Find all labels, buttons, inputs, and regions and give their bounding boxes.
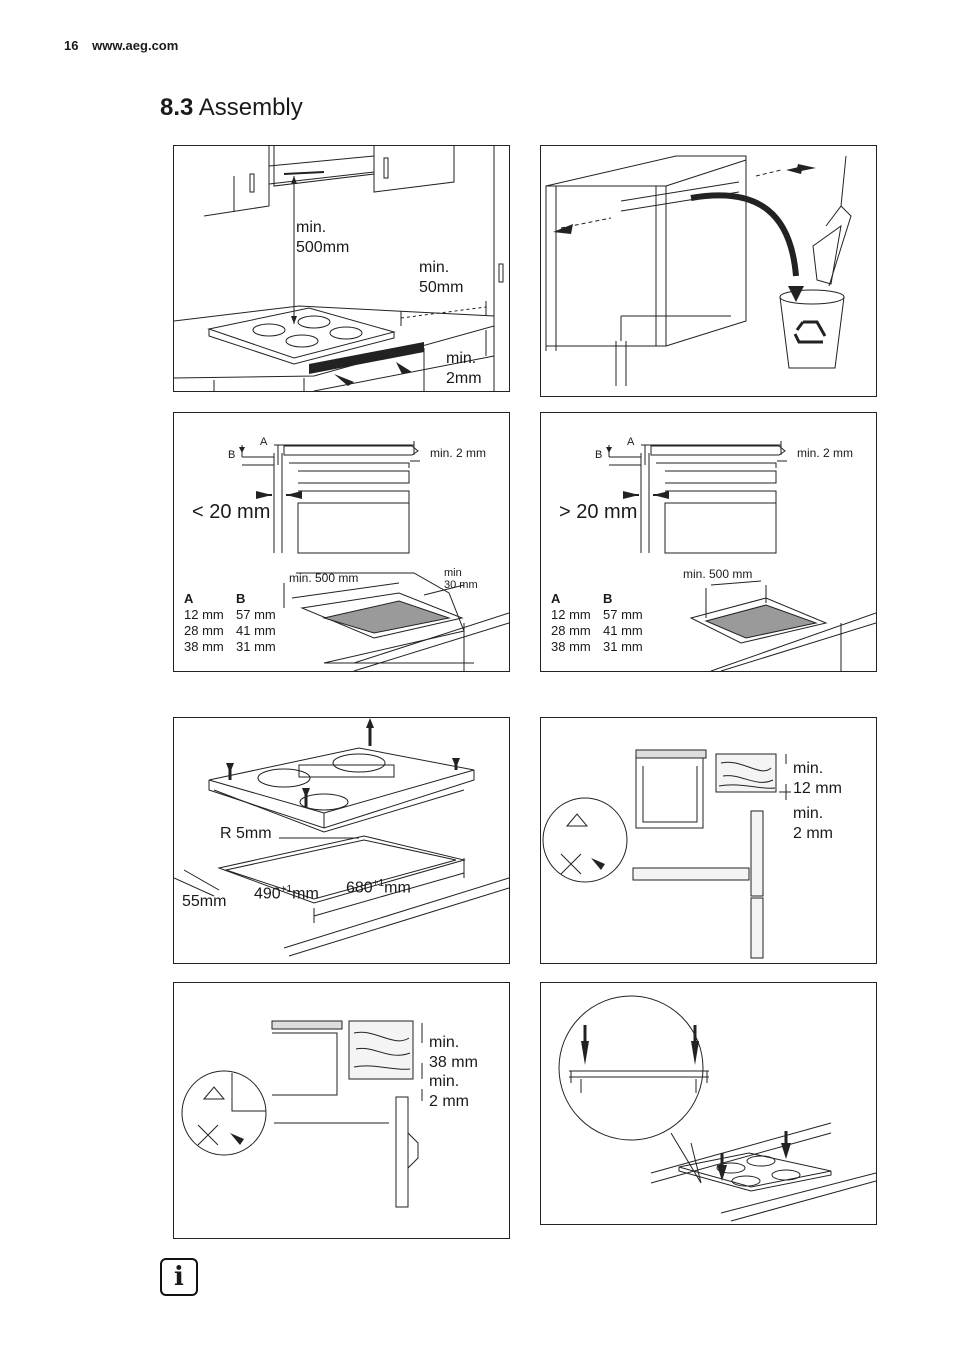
depth-label: 490+1mm (254, 884, 319, 903)
section-title: 8.3 Assembly (160, 94, 303, 122)
min-500mm-label: min. 500 mm (683, 567, 753, 581)
page-header: 16 www.aeg.com (64, 38, 178, 53)
panel-clearances: min. 500mm min. 50mm min. 2mm (173, 145, 510, 392)
worktop-38mm-illustration (181, 1020, 423, 1208)
recycle-icon (793, 320, 827, 344)
gap-label: < 20 mm (192, 501, 271, 523)
cabinet-strip-removal-illustration (545, 155, 852, 386)
min-2mm-label: min. 2mm (446, 350, 482, 387)
edge-distance-label: 55mm (182, 893, 227, 910)
gap-label: > 20 mm (559, 501, 638, 523)
press-hob-illustration (558, 995, 876, 1222)
cutout-dimensions-illustration (174, 718, 509, 957)
section-number: 8.3 (160, 94, 194, 121)
panel-press-hob (540, 982, 877, 1225)
panel-gap-less-than-20: A B min. 2 mm < 20 mm min. 500 mm min 30… (173, 412, 510, 672)
min-50mm-label: min. 50mm (419, 259, 464, 296)
radius-label: R 5mm (220, 825, 272, 842)
gap-less-20-illustration (239, 441, 509, 671)
min-38mm-label: min. 38 mm (429, 1034, 478, 1071)
kitchen-clearance-illustration (174, 146, 504, 391)
panel-remove-strip (540, 145, 877, 397)
section-title-text: Assembly (198, 94, 303, 121)
panel-cutout: R 5mm 490+1mm 680+1mm 55mm (173, 717, 510, 964)
min-2mm-label: min. 2 mm (797, 446, 854, 460)
a-label: A (627, 436, 635, 448)
page-number: 16 (64, 38, 79, 53)
width-label: 680+1mm (346, 878, 411, 897)
min-12mm-label: min. 12 mm (793, 760, 842, 797)
info-icon: i (160, 1258, 198, 1296)
worktop-thickness-illustration (542, 749, 791, 959)
header-url: www.aeg.com (92, 38, 179, 53)
gap-more-20-illustration (606, 441, 876, 671)
b-label: B (595, 449, 603, 461)
b-label: B (228, 449, 236, 461)
min-500mm-label: min. 500 mm (289, 571, 359, 585)
min-2mm-label: min. 2 mm (430, 446, 487, 460)
panel-min-38mm: min. 38 mm min. 2 mm (173, 982, 510, 1239)
a-label: A (260, 436, 268, 448)
min-30mm-label: min 30 mm (444, 567, 478, 591)
panel-min-12mm: min. 12 mm min. 2 mm (540, 717, 877, 964)
min-500mm-label: min. 500mm (296, 219, 350, 256)
min-2mm-label: min. 2 mm (793, 805, 833, 842)
min-2mm-label: min. 2 mm (429, 1073, 469, 1110)
